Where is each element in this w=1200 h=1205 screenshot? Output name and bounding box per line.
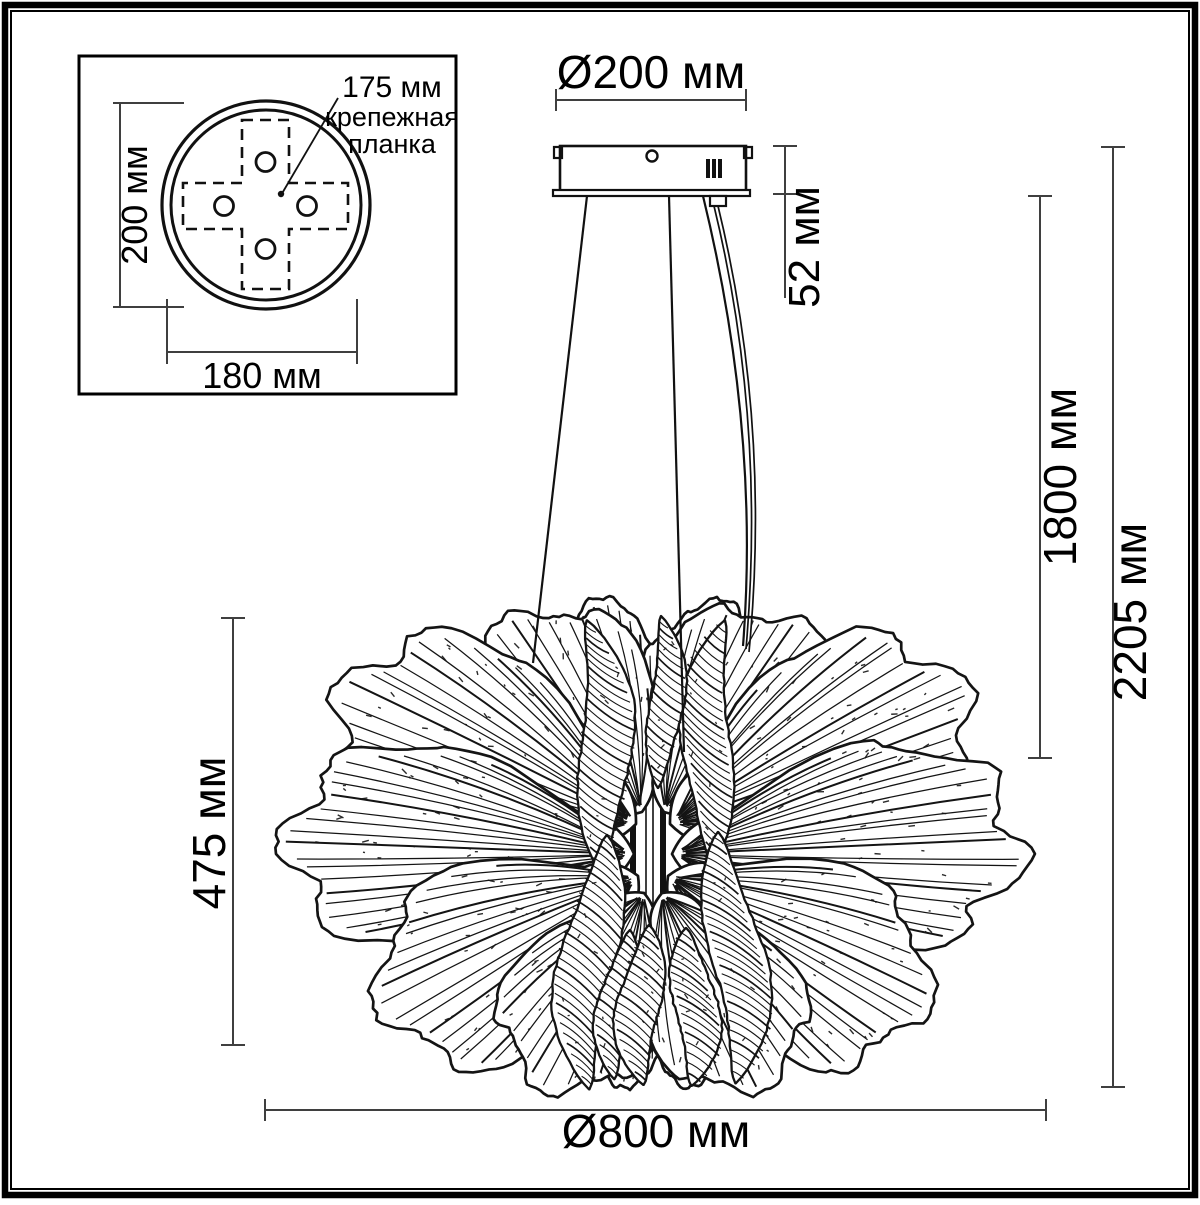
dim-canopy-height xyxy=(773,145,797,298)
screw-hole xyxy=(254,238,277,260)
dimensions: Ø200 мм 52 мм 1800 мм 2205 мм 475 мм xyxy=(183,46,1156,1157)
leaf-petal xyxy=(667,926,724,1088)
leaf-petal xyxy=(644,614,689,790)
mount-plate-detail: 200 мм 180 мм 175 мм крепежная планка xyxy=(77,54,459,396)
label-bracket-name-2: планка xyxy=(348,129,437,159)
label-total-height: 2205 мм xyxy=(1104,523,1156,701)
inset-box xyxy=(77,54,458,396)
label-plate-width: 180 мм xyxy=(202,355,322,396)
dim-cable-length xyxy=(1028,195,1052,759)
cable-left xyxy=(531,195,589,664)
label-canopy-height: 52 мм xyxy=(780,186,829,308)
label-shade-diameter: Ø800 мм xyxy=(562,1105,751,1157)
plate-inner-circle xyxy=(169,108,363,302)
dim-plate-height xyxy=(113,102,184,308)
screw-hole xyxy=(213,195,235,217)
plate-outer-circle xyxy=(160,99,372,311)
cable-right xyxy=(701,195,749,647)
screw-hole xyxy=(254,151,277,173)
power-wire-b xyxy=(717,205,757,653)
canopy-vent xyxy=(706,159,722,178)
canopy-plate xyxy=(551,188,752,198)
label-cable-length: 1800 мм xyxy=(1034,388,1086,566)
label-bracket-size: 175 мм xyxy=(342,71,442,104)
canopy-clip-right xyxy=(742,145,754,160)
leader-line xyxy=(281,97,339,194)
dim-shade-height xyxy=(221,617,245,1046)
leaf-petal xyxy=(699,830,774,1085)
canopy-hole xyxy=(645,149,659,163)
dim-canopy-diameter xyxy=(555,89,747,111)
label-canopy-diameter: Ø200 мм xyxy=(557,46,746,98)
shade xyxy=(274,594,1037,1099)
cable-gland xyxy=(708,194,728,208)
suspension-cables xyxy=(531,195,757,753)
power-wire-a xyxy=(713,205,753,650)
canopy-clip-left xyxy=(552,145,564,160)
mounting-bracket-cross xyxy=(181,118,350,291)
label-plate-height: 200 мм xyxy=(114,145,155,265)
leaf-petal xyxy=(550,833,627,1091)
canopy xyxy=(551,144,754,208)
screw-hole xyxy=(296,195,318,217)
cable-middle xyxy=(667,195,686,753)
leaf-petal xyxy=(575,619,637,872)
petals-front xyxy=(550,614,774,1091)
dim-total-height xyxy=(1101,146,1125,1088)
leaf-petal xyxy=(677,619,736,867)
dim-shade-diameter xyxy=(264,1099,1047,1121)
leaf-petal xyxy=(611,923,667,1087)
dim-plate-width xyxy=(166,299,358,364)
label-shade-height: 475 мм xyxy=(183,757,235,910)
label-bracket-name-1: крепежная xyxy=(325,102,459,132)
